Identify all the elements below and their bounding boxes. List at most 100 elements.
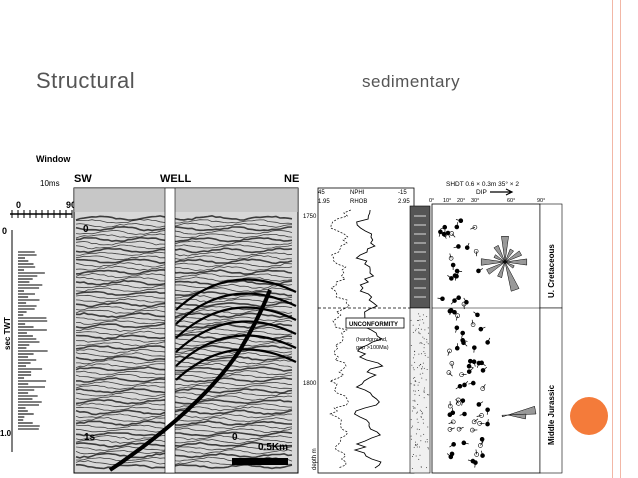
rose-petal xyxy=(493,244,506,263)
tadpole-tail xyxy=(458,426,464,430)
litho-dot xyxy=(426,439,428,441)
tadpole-tail xyxy=(440,226,445,230)
litho-dot xyxy=(426,316,428,318)
seismic-anticline xyxy=(175,306,297,339)
tadpole-head xyxy=(448,255,454,261)
litho-dot xyxy=(417,421,419,423)
litho-dot xyxy=(421,413,423,415)
litho-dot xyxy=(427,426,429,428)
seismic-reflector xyxy=(75,402,292,408)
log-top-right-2: 2.95 xyxy=(398,199,410,205)
dip-tick-label: 10° xyxy=(443,198,451,204)
tadpole-tail xyxy=(473,361,476,367)
seismic-reflector xyxy=(75,344,293,351)
well-track xyxy=(164,187,176,474)
tadpole-tail xyxy=(447,275,452,279)
tadpole-tail xyxy=(451,233,456,238)
tadpole-tail xyxy=(476,415,482,417)
seismic-reflector xyxy=(75,409,293,416)
seismic-reflector xyxy=(75,298,293,304)
seismic-reflector xyxy=(75,366,293,372)
seismic-anticline xyxy=(175,334,297,367)
tadpole-tail xyxy=(450,300,455,305)
figure: Window 10ms 0 90 SW WELL NE 0 1.0 sec TW… xyxy=(0,154,563,474)
seismic-reflector xyxy=(75,225,293,232)
dip-tick-label: 20° xyxy=(457,198,465,204)
litho-dot xyxy=(419,342,421,344)
litho-dot xyxy=(418,429,420,431)
marker-0: 0 xyxy=(83,224,89,235)
litho-dot xyxy=(414,399,416,401)
tadpole-tail xyxy=(475,251,478,257)
tadpole-tail xyxy=(446,453,452,458)
shdt-label: SHDT 0.6 × 0.3m 35° × 2 xyxy=(446,180,519,188)
dip-ticks: 0°10°20°30°60°90° xyxy=(429,198,545,204)
litho-dot xyxy=(423,433,425,435)
seismic-reflector xyxy=(75,279,293,286)
seismic-reflector xyxy=(75,287,293,293)
scale-bar-zero: 0 xyxy=(232,432,238,443)
tadpole-tail xyxy=(475,449,478,455)
litho-dot xyxy=(423,387,425,389)
seismic-reflector xyxy=(75,420,293,427)
tadpole-tail xyxy=(451,363,453,369)
tadpole-tail xyxy=(478,401,484,405)
litho-dot xyxy=(428,394,430,396)
tadpole-tail xyxy=(463,342,468,347)
depth-1800: 1800 xyxy=(303,381,317,387)
accent-dot xyxy=(570,397,608,435)
seismic-reflector xyxy=(75,362,293,368)
litho-dot xyxy=(420,435,422,437)
litho-dot xyxy=(420,328,422,330)
litho-dot xyxy=(412,367,414,369)
litho-dot xyxy=(423,367,425,369)
wiggle-trace xyxy=(18,251,48,430)
time-0: 0 xyxy=(2,226,7,236)
depth-label: depth m xyxy=(312,448,318,470)
dip-tick-label: 60° xyxy=(507,198,515,204)
rose-diagram-upper xyxy=(480,236,528,292)
litho-dot xyxy=(420,440,422,442)
litho-dot xyxy=(422,418,424,420)
tadpole-tail xyxy=(464,381,469,386)
litho-dot xyxy=(415,433,417,435)
litho-dot xyxy=(422,372,424,374)
rose-petal xyxy=(507,413,527,420)
litho-dot xyxy=(423,389,425,391)
litho-dot xyxy=(427,332,429,334)
tadpole-tail xyxy=(437,297,443,300)
tadpole-tail xyxy=(487,419,489,425)
lithology-lower xyxy=(409,307,431,474)
litho-dot xyxy=(417,327,419,329)
litho-dot xyxy=(419,454,421,456)
tadpole-tail xyxy=(466,242,470,248)
litho-dot xyxy=(410,383,412,385)
litho-dot xyxy=(416,428,418,430)
litho-dot xyxy=(413,407,415,409)
seismic-reflector xyxy=(75,251,293,257)
depth-1750: 1750 xyxy=(303,214,317,220)
litho-dot xyxy=(412,406,414,408)
litho-dot xyxy=(413,390,415,392)
litho-dot xyxy=(423,397,425,399)
litho-dot xyxy=(417,319,419,321)
dipmeter-panel: SHDT 0.6 × 0.3m 35° × 2 DIP 0°10°20°30°6… xyxy=(429,180,563,474)
label-ne: NE xyxy=(284,173,299,185)
litho-dot xyxy=(416,443,418,445)
litho-dot xyxy=(426,467,428,469)
slide-rule-inner xyxy=(620,0,621,478)
litho-dot xyxy=(424,441,426,443)
tadpole-head xyxy=(476,360,482,366)
litho-dot xyxy=(417,404,419,406)
litho-dot xyxy=(423,338,425,340)
rose-diagram-lower xyxy=(501,405,537,420)
litho-dot xyxy=(424,329,426,331)
title-sedimentary: sedimentary xyxy=(362,72,461,91)
tadpole-tail xyxy=(481,450,483,456)
litho-dot xyxy=(411,410,413,412)
seismic-reflector xyxy=(76,359,293,365)
litho-dot xyxy=(419,409,421,411)
litho-dot xyxy=(415,328,417,330)
seismic-reflector xyxy=(76,377,293,383)
